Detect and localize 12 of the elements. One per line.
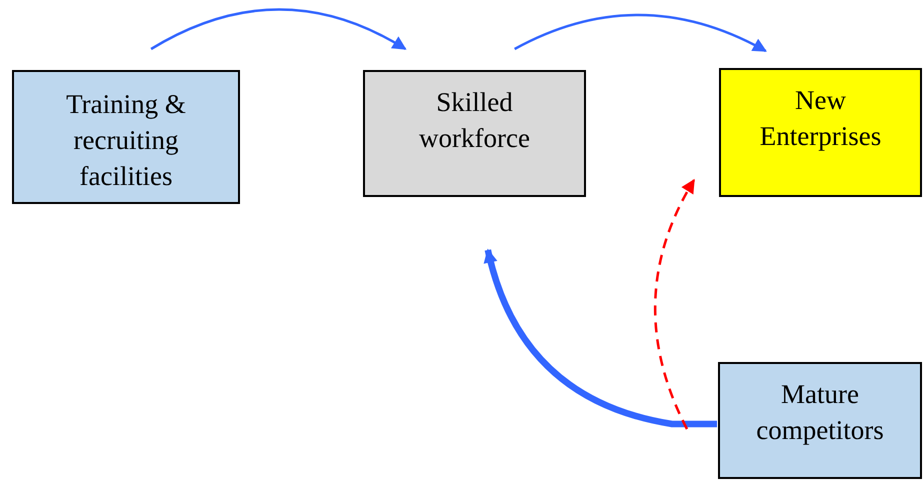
process-box [718, 362, 922, 479]
process-box [719, 68, 922, 197]
process-box [363, 70, 586, 197]
arrow [484, 248, 717, 428]
arrow [514, 14, 767, 52]
box-label: Skilled workforce [418, 86, 531, 155]
arrow [150, 8, 407, 50]
arrow [654, 178, 696, 430]
box-label: Training & recruiting facilities [65, 88, 187, 193]
box-label: New Enterprises [758, 84, 882, 153]
box-label: Mature competitors [755, 378, 885, 447]
process-box [12, 70, 240, 204]
